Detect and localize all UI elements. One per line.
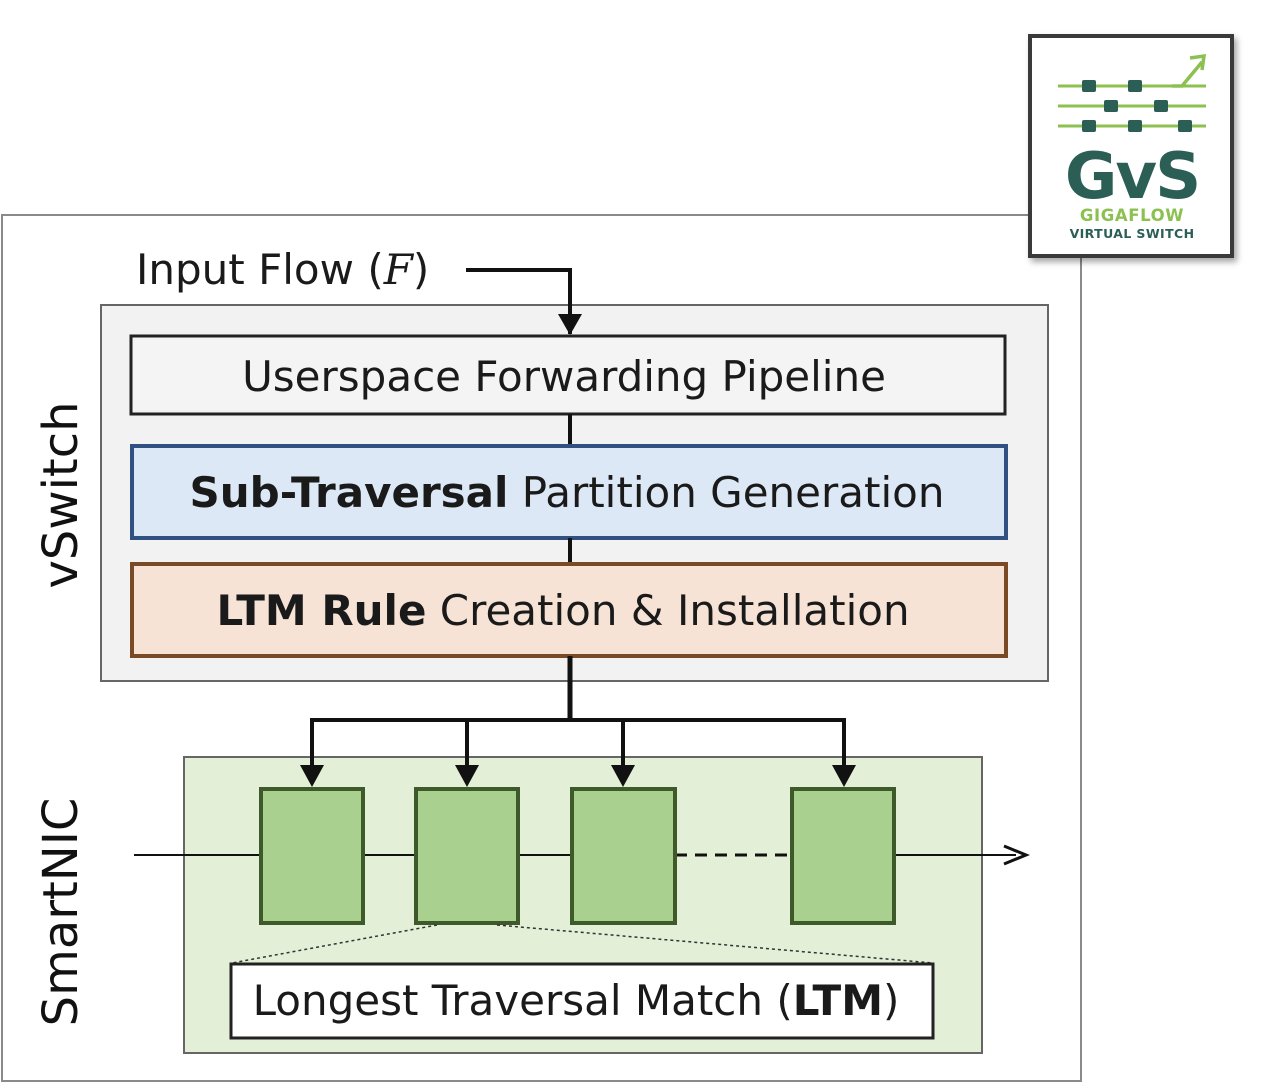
ltm-caption-prefix: Longest Traversal Match ( bbox=[253, 976, 793, 1025]
subtraversal-rest: Partition Generation bbox=[508, 468, 944, 517]
userspace-pipeline-box bbox=[129, 334, 1007, 416]
gvs-logo: GvS GIGAFLOW VIRTUAL SWITCH bbox=[1028, 34, 1234, 258]
ltm-table-1 bbox=[259, 787, 365, 925]
flow-variable: F bbox=[383, 245, 415, 294]
userspace-pipeline-label: Userspace Forwarding Pipeline bbox=[242, 352, 886, 401]
subtraversal-bold: Sub-Traversal bbox=[190, 468, 509, 517]
ltm-rule-rest: Creation & Installation bbox=[426, 586, 909, 635]
distribution-arrowhead-1 bbox=[300, 765, 324, 787]
ltm-caption-suffix: ) bbox=[883, 976, 899, 1025]
distribution-arrowhead-3 bbox=[611, 765, 635, 787]
subtraversal-box bbox=[130, 444, 1008, 540]
callout-line-right bbox=[496, 924, 934, 964]
logo-tagline-top: GIGAFLOW bbox=[1080, 206, 1184, 225]
logo-node-5 bbox=[1082, 120, 1096, 132]
logo-growth-arrowhead bbox=[1189, 53, 1207, 71]
ltm-caption-bold: LTM bbox=[793, 976, 883, 1025]
ltm-rule-box bbox=[130, 562, 1008, 658]
logo-tagline-bottom: VIRTUAL SWITCH bbox=[1070, 226, 1195, 241]
ltm-rule-bold: LTM Rule bbox=[216, 586, 426, 635]
logo-node-7 bbox=[1178, 120, 1192, 132]
callout-line-left bbox=[231, 924, 438, 964]
logo-node-3 bbox=[1104, 100, 1118, 112]
input-flow-arrowhead bbox=[558, 314, 582, 335]
input-flow-text: Input Flow ( bbox=[136, 245, 384, 294]
input-flow-arrow bbox=[466, 268, 572, 334]
distribution-arrowhead-4 bbox=[832, 765, 856, 787]
logo-wordmark: GvS bbox=[1065, 140, 1199, 214]
pipeline-exit-arrowhead bbox=[1003, 844, 1030, 866]
logo-growth-arrow bbox=[1172, 60, 1204, 88]
smartnic-side-label: SmartNIC bbox=[33, 798, 89, 1027]
ltm-table-n bbox=[790, 787, 896, 925]
ltm-caption-label: Longest Traversal Match (LTM) bbox=[253, 976, 900, 1025]
ltm-table-2 bbox=[414, 787, 520, 925]
logo-node-4 bbox=[1154, 100, 1168, 112]
ltm-rule-label: LTM Rule Creation & Installation bbox=[216, 586, 909, 635]
logo-node-6 bbox=[1128, 120, 1142, 132]
distribution-arrowhead-2 bbox=[455, 765, 479, 787]
vswitch-side-label: vSwitch bbox=[33, 401, 89, 588]
subtraversal-label: Sub-Traversal Partition Generation bbox=[190, 468, 945, 517]
input-flow-close: ) bbox=[413, 245, 429, 294]
ltm-table-3 bbox=[570, 787, 677, 925]
input-flow-label: Input Flow (F) bbox=[136, 245, 429, 294]
logo-node-2 bbox=[1128, 80, 1142, 92]
ltm-caption-box bbox=[229, 962, 935, 1040]
logo-node-1 bbox=[1082, 80, 1096, 92]
